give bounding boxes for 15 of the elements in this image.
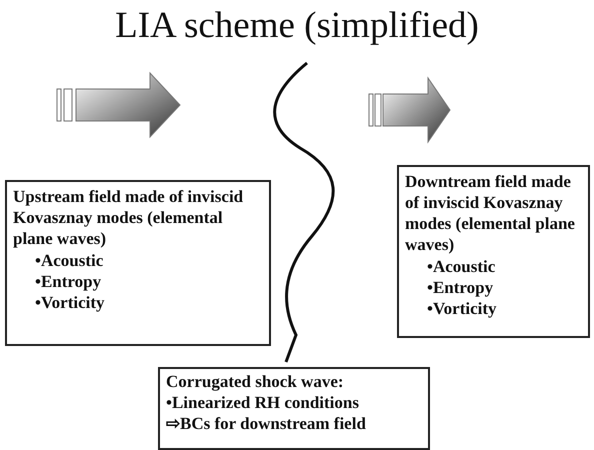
box-heading: Downtream field made of inviscid Kovasznay modes (elemental plane waves) [405,171,576,255]
list-item: •Entropy [35,271,102,292]
text-box [5,180,271,346]
list-item: •Acoustic [35,250,104,271]
list-item: •Vorticity [427,298,498,319]
box-heading: Upstream field made of inviscid Kovasznay modes (elemental plane waves) [13,186,244,249]
text-box [158,367,430,450]
list-item: •Entropy [427,277,494,298]
diagram-title: LIA scheme (simplified) [114,4,480,47]
list-item: •Vorticity [35,292,106,313]
list-item: ⇨BCs for downstream field [166,413,367,434]
text-box [397,165,590,338]
box-heading: Corrugated shock wave: [166,371,345,392]
list-item: •Acoustic [427,256,496,277]
list-item: •Linearized RH conditions [166,392,360,413]
